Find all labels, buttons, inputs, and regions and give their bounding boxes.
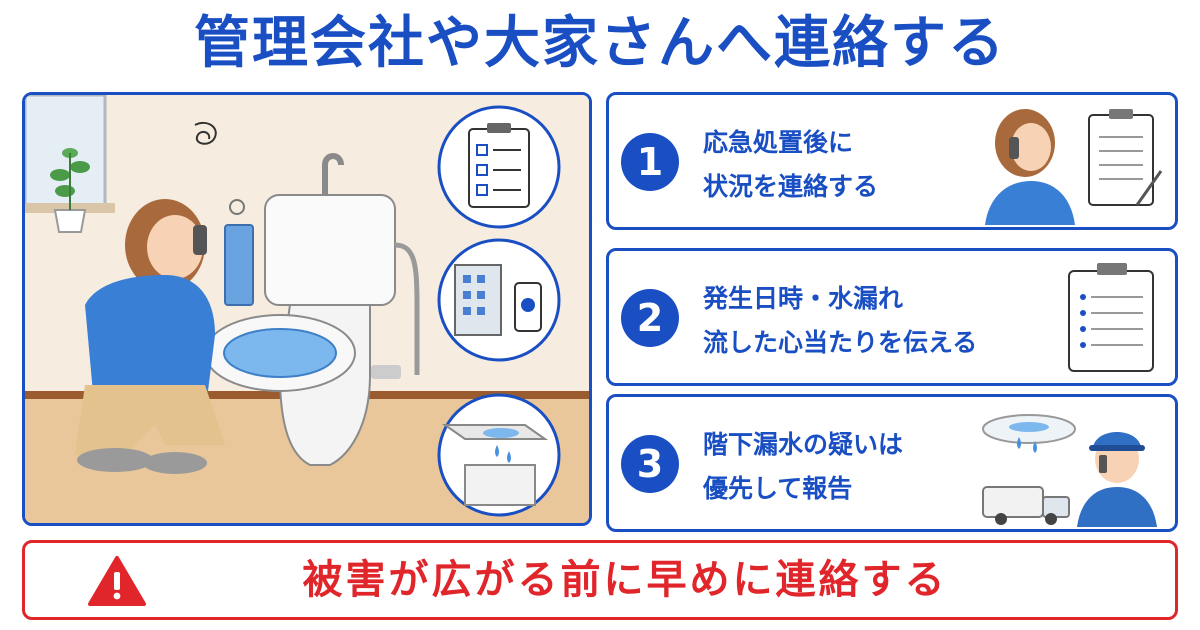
woman-phone-clipboard-icon bbox=[985, 109, 1163, 225]
checklist-bubble-icon bbox=[437, 105, 561, 229]
step-text: 階下漏水の疑いは 優先して報告 bbox=[703, 423, 1023, 511]
warning-message: 被害が広がる前に早めに連絡する bbox=[302, 557, 948, 603]
woman-calling-icon bbox=[75, 199, 225, 474]
step-text-line2: 流した心当たりを伝える bbox=[703, 328, 978, 357]
step-text: 応急処置後に 状況を連絡する bbox=[703, 121, 1023, 209]
step-text-line1: 発生日時・水漏れ bbox=[703, 284, 904, 313]
bathroom-illustration bbox=[25, 95, 589, 523]
page-title: 管理会社や大家さんへ連絡する bbox=[194, 11, 1006, 76]
step-text: 発生日時・水漏れ 流した心当たりを伝える bbox=[703, 277, 1023, 365]
step-card-1: 1 応急処置後に 状況を連絡する bbox=[606, 92, 1178, 230]
step-text-line1: 階下漏水の疑いは bbox=[703, 430, 904, 459]
step-number-badge: 2 bbox=[621, 289, 679, 347]
building-phone-bubble-icon bbox=[437, 238, 561, 362]
step-number-badge: 3 bbox=[621, 435, 679, 493]
ceiling-leak-bubble-icon bbox=[437, 393, 561, 517]
warning-icon bbox=[88, 556, 146, 606]
plant-icon bbox=[50, 148, 90, 233]
step-number-badge: 1 bbox=[621, 133, 679, 191]
step-card-3: 3 階下漏水の疑いは 優先して報告 bbox=[606, 394, 1178, 532]
step-text-line1: 応急処置後に bbox=[703, 128, 854, 157]
worker-truck-leak-icon bbox=[982, 414, 1157, 527]
step-card-2: 2 発生日時・水漏れ 流した心当たりを伝える bbox=[606, 248, 1178, 386]
warning-banner: 被害が広がる前に早めに連絡する bbox=[22, 540, 1178, 620]
step-text-line2: 優先して報告 bbox=[703, 474, 853, 503]
toilet-icon bbox=[204, 153, 420, 466]
illustration-panel bbox=[22, 92, 592, 526]
clipboard-icon bbox=[1068, 263, 1154, 372]
step-text-line2: 状況を連絡する bbox=[703, 172, 879, 201]
